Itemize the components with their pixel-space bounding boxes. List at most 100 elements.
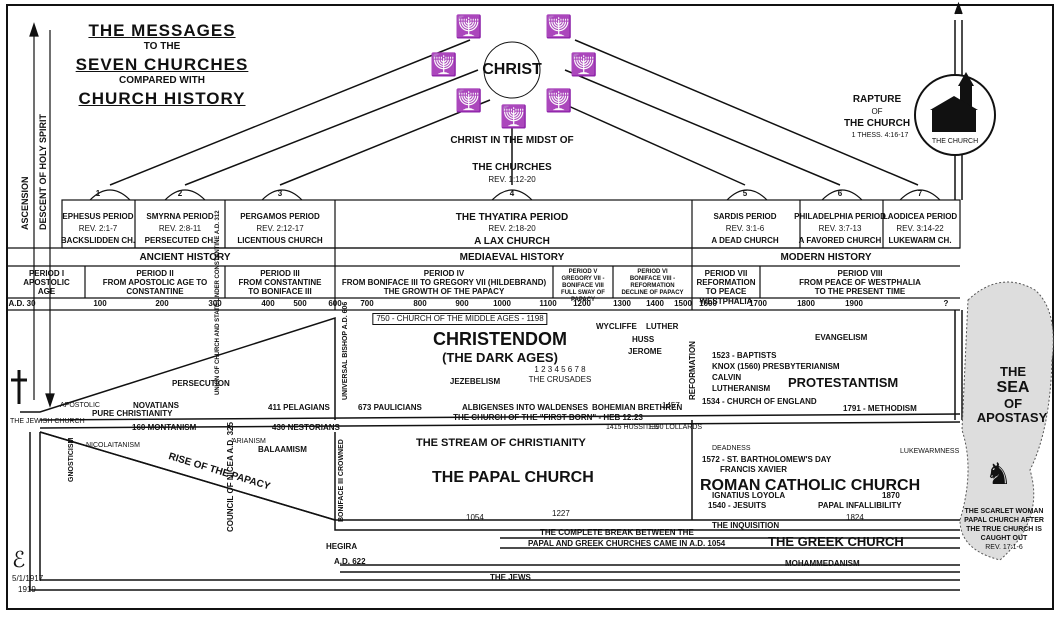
hegira-year-label: A.D. 622 bbox=[334, 557, 366, 566]
year-tick: 600 bbox=[328, 299, 342, 308]
jesuits-label: 1540 - Jesuits bbox=[708, 501, 767, 510]
papal-church-label: The Papal Church bbox=[432, 469, 594, 486]
deadness-label: Deadness bbox=[712, 445, 751, 452]
lampstand-icon: 🕎 bbox=[455, 88, 483, 113]
jerome-label: Jerome bbox=[628, 347, 662, 356]
period-cell: Period IIIFrom ConstantineTo Boniface II… bbox=[225, 269, 335, 297]
year-tick: 500 bbox=[293, 299, 307, 308]
firstborn-label: The Church Of The "First Born" - Heb 12:… bbox=[453, 413, 643, 422]
break-line-2: Papal And Greek Churches Came In A.D. 10… bbox=[528, 539, 726, 548]
year-1227-label: 1227 bbox=[552, 509, 570, 518]
period-head: Period II bbox=[136, 269, 174, 278]
year-1054-label: 1054 bbox=[466, 513, 484, 522]
christendom-label: Christendom bbox=[433, 329, 567, 349]
sea-l2: Sea bbox=[996, 379, 1030, 396]
period-l2: Full Sway Of Papacy bbox=[561, 289, 605, 303]
balaamism-label: Balaamism bbox=[258, 445, 307, 454]
cross-icon bbox=[11, 370, 27, 404]
crusades-label: The Crusades bbox=[528, 375, 592, 384]
year-tick: 1400 bbox=[646, 299, 664, 308]
church-5-num: 5 bbox=[742, 189, 748, 198]
lukewarmness-label: Lukewarmness bbox=[900, 448, 960, 455]
church-2-name: Smyrna Period bbox=[146, 212, 214, 221]
church-2-num: 2 bbox=[177, 189, 183, 198]
period-l1: Gregory VII - Boniface VIII bbox=[561, 275, 605, 289]
nestorians-label: 430 Nestorians bbox=[272, 423, 340, 432]
huss-label: Huss bbox=[632, 335, 655, 344]
apostolic-label: Apostolic bbox=[60, 402, 100, 409]
period-l2: Decline Of Papacy bbox=[621, 289, 684, 296]
protestantism-label: Protestantism bbox=[788, 375, 899, 390]
church-3-num: 3 bbox=[277, 189, 283, 198]
period-l1: Boniface VIII - Reformation bbox=[629, 275, 676, 289]
year-tick: 1800 bbox=[797, 299, 815, 308]
sea-of-apostasy bbox=[959, 281, 1054, 561]
year-tick: 200 bbox=[155, 299, 169, 308]
period-cell: Period VIIIFrom Peace Of WestphaliaTo Th… bbox=[760, 269, 960, 297]
ascension-label: Ascension bbox=[20, 176, 30, 230]
period-l2: Age bbox=[37, 287, 56, 297]
pelagians-label: 411 Pelagians bbox=[268, 403, 330, 412]
year-1457-label: 1457 bbox=[662, 401, 680, 410]
period-l2: To Boniface III bbox=[248, 287, 312, 297]
year-1824-label: 1824 bbox=[846, 513, 864, 522]
greek-church-label: The Greek Church bbox=[768, 534, 904, 549]
period-l1: From Peace Of Westphalia bbox=[799, 278, 921, 288]
church-4-ref: Rev. 2:18-20 bbox=[488, 224, 536, 233]
christ-midst-2: The Churches bbox=[472, 162, 552, 173]
baptists-label: 1523 - Baptists bbox=[712, 351, 777, 360]
period-l2: Constantine bbox=[126, 287, 184, 297]
year-tick: 900 bbox=[455, 299, 469, 308]
boniface-crowned-label: Boniface III Crowned bbox=[338, 439, 345, 522]
period-cell: Period IVFrom Boniface III To Gregory VI… bbox=[335, 269, 553, 297]
xavier-label: Francis Xavier bbox=[720, 465, 787, 474]
period-l2: To The Present Time bbox=[814, 287, 906, 297]
christ-sunburst-icon bbox=[483, 41, 541, 99]
sea-l3: Of bbox=[1003, 396, 1023, 411]
year-tick: 1600 bbox=[699, 299, 717, 308]
nicolaitanism-label: Nicolaitanism bbox=[86, 442, 140, 449]
scarlet-woman-icon: ♞ bbox=[985, 458, 1012, 491]
inquisition-label: The Inquisition bbox=[712, 521, 780, 530]
year-tick: 700 bbox=[360, 299, 374, 308]
descent-label: Descent Of Holy Spirit bbox=[38, 113, 48, 230]
year-tick: 1500 bbox=[674, 299, 692, 308]
rapture-church-label: The Church bbox=[931, 138, 979, 145]
church-2-ref: Rev. 2:8-11 bbox=[158, 224, 202, 233]
church-5-name: Sardis Period bbox=[713, 212, 777, 221]
lollards-label: 1390 Lollards bbox=[648, 424, 703, 431]
period-head: Period VI bbox=[637, 269, 668, 275]
evangelism-label: Evangelism bbox=[815, 333, 868, 342]
jewish-church-label: The Jewish Church bbox=[10, 418, 85, 425]
period-head: Period VII bbox=[704, 269, 748, 278]
period-head: Period VIII bbox=[837, 269, 883, 278]
signature-monogram-icon: ℰ bbox=[12, 548, 26, 573]
church-5-ref: Rev. 3:1-6 bbox=[725, 224, 765, 233]
title-line-2: To The bbox=[143, 41, 181, 52]
church-4-name: The Thyatira Period bbox=[455, 212, 569, 223]
break-line-1: The Complete Break Between The bbox=[540, 528, 694, 537]
jews-label: The Jews bbox=[490, 573, 531, 582]
church-3-ref: Rev. 2:12-17 bbox=[256, 224, 304, 233]
year-tick: 1700 bbox=[749, 299, 767, 308]
sea-l1: The bbox=[1000, 364, 1026, 379]
christ-ref: Rev. 1:12-20 bbox=[488, 175, 536, 184]
council-label: Council Of Nicea A.D. 325 bbox=[226, 422, 235, 532]
church-7-num: 7 bbox=[917, 189, 923, 198]
lampstand-icon: 🕎 bbox=[545, 88, 573, 113]
scarlet-4: Caught Out bbox=[980, 535, 1028, 542]
title-line-1: The Messages bbox=[88, 21, 236, 40]
montanism-label: 160 Montanism bbox=[132, 423, 197, 432]
gnosticism-label: Gnosticism bbox=[68, 437, 75, 482]
crusades-numbers: 1 2 3 4 5 6 7 8 bbox=[534, 365, 586, 374]
period-head: Period I bbox=[28, 269, 65, 278]
rcc-label: Roman Catholic Church bbox=[700, 477, 921, 494]
period-head: Period III bbox=[260, 269, 300, 278]
period-cell: Period VIIReformationTo Peace Westphalia bbox=[692, 269, 760, 306]
methodism-label: 1791 - Methodism bbox=[843, 404, 917, 413]
scarlet-1: The Scarlet Woman bbox=[964, 508, 1044, 515]
lampstand-icon: 🕎 bbox=[455, 14, 483, 39]
jezebelism-label: Jezebelism bbox=[449, 377, 501, 386]
knox-label: Knox (1560) Presbyterianism bbox=[712, 362, 840, 371]
scarlet-3: The True Church Is bbox=[966, 526, 1042, 533]
